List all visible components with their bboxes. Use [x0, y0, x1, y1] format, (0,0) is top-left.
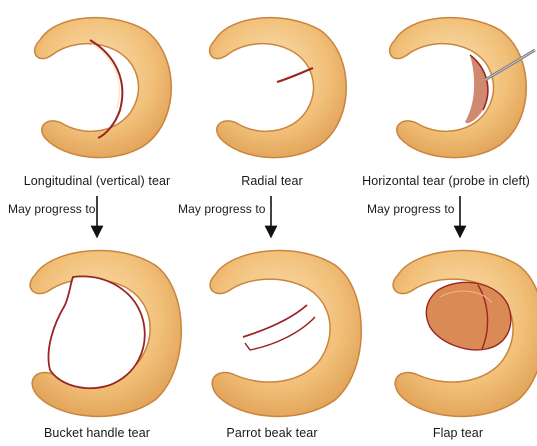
label-flap-tear: Flap tear: [433, 426, 483, 440]
meniscus-radial: [210, 18, 347, 158]
meniscus-flap: [393, 251, 537, 417]
meniscus-bucket-handle: [30, 251, 181, 417]
progress-label-3: May progress to: [367, 202, 455, 216]
label-parrot-beak-tear: Parrot beak tear: [226, 426, 317, 440]
progress-label-2: May progress to: [178, 202, 266, 216]
label-horizontal-tear: Horizontal tear (probe in cleft): [362, 174, 530, 188]
meniscus-parrot-beak: [210, 251, 361, 417]
label-radial-tear: Radial tear: [241, 174, 303, 188]
label-bucket-handle-tear: Bucket handle tear: [44, 426, 150, 440]
label-longitudinal-tear: Longitudinal (vertical) tear: [24, 174, 171, 188]
meniscus-horizontal: [390, 18, 535, 158]
progress-label-1: May progress to: [8, 202, 96, 216]
meniscus-longitudinal: [35, 18, 172, 158]
